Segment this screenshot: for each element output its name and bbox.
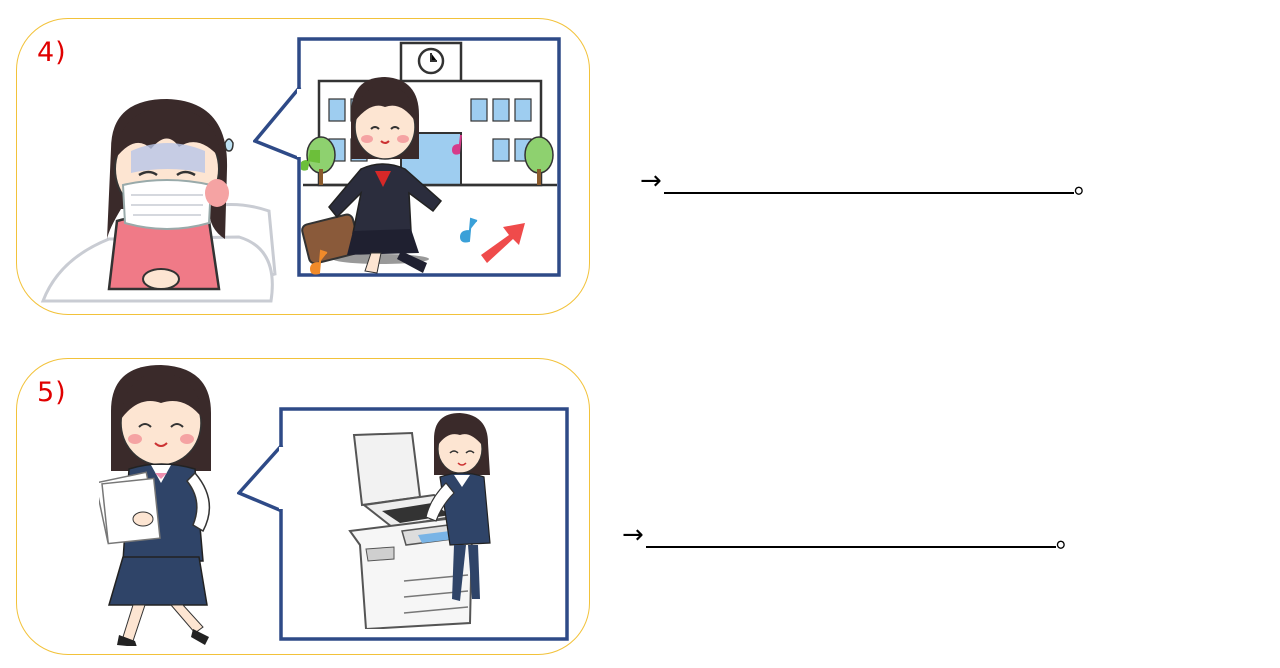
- answer-blank[interactable]: [663, 192, 1074, 194]
- answer-row-5: → 。: [622, 522, 1082, 554]
- sentence-end: 。: [1055, 524, 1082, 554]
- exercise-number: 5): [37, 377, 67, 408]
- sick-girl-icon: [40, 99, 277, 303]
- arrow-icon: →: [640, 166, 662, 196]
- answer-row-4: → 。: [640, 168, 1100, 200]
- exercise-card-4: 4): [16, 18, 590, 315]
- schoolgirl-running-icon: [301, 41, 557, 275]
- woman-using-copier-icon: [348, 413, 491, 629]
- exercise-number: 4): [37, 37, 67, 68]
- exercise-card-5: 5): [16, 358, 590, 655]
- office-worker-walking-icon: [99, 365, 211, 646]
- answer-blank[interactable]: [645, 546, 1056, 548]
- sentence-end: 。: [1073, 170, 1100, 200]
- arrow-icon: →: [622, 520, 644, 550]
